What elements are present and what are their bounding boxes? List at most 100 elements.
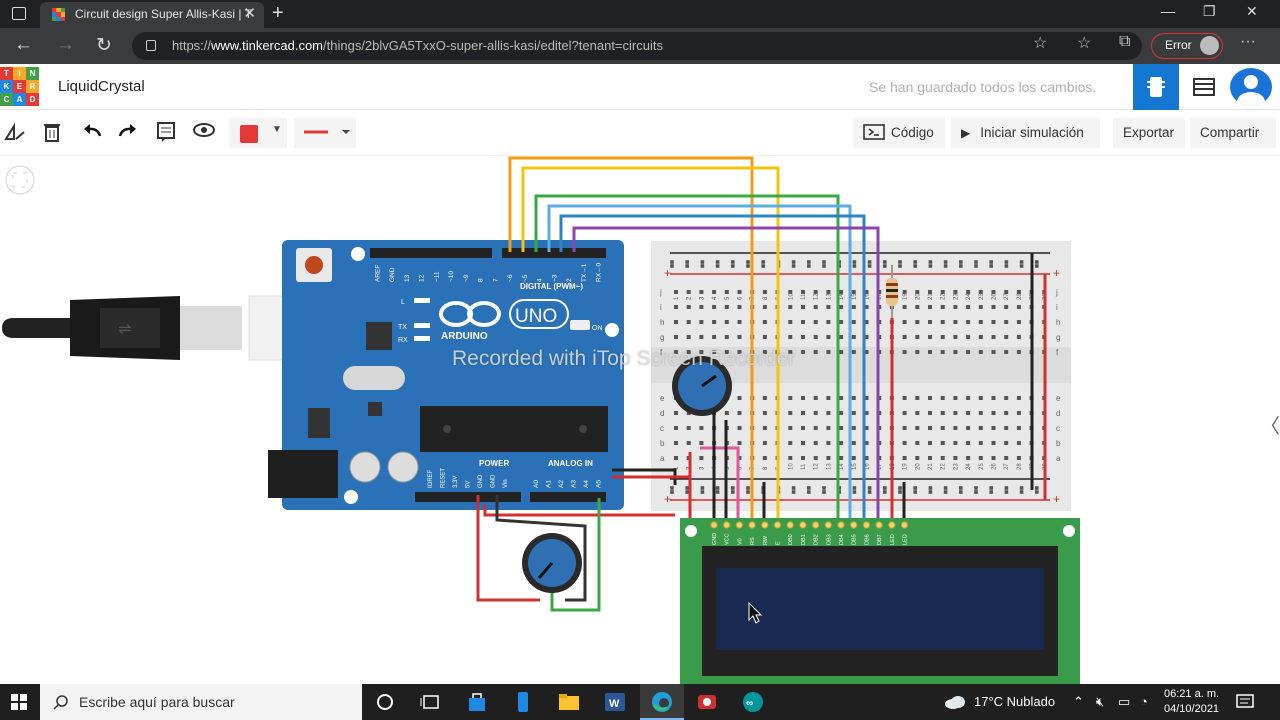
- breadboard-hole[interactable]: [902, 396, 907, 400]
- breadboard-hole[interactable]: [864, 305, 869, 309]
- breadboard-hole[interactable]: [813, 350, 818, 354]
- breadboard-hole[interactable]: [801, 396, 805, 400]
- collections-icon[interactable]: ⧉: [1119, 33, 1131, 50]
- notes-icon[interactable]: [157, 122, 175, 147]
- breadboard-hole[interactable]: [902, 335, 907, 339]
- rail-hole[interactable]: [700, 486, 705, 490]
- breadboard-hole[interactable]: [724, 335, 729, 339]
- breadboard-hole[interactable]: [1016, 305, 1021, 309]
- lcd-pin[interactable]: [723, 521, 731, 529]
- breadboard-hole[interactable]: [928, 305, 932, 309]
- breadboard-hole[interactable]: [902, 350, 907, 354]
- breadboard-hole[interactable]: [953, 305, 958, 309]
- screen-recorder-icon[interactable]: [696, 691, 718, 713]
- breadboard-hole[interactable]: [686, 335, 691, 339]
- share-button[interactable]: Compartir: [1190, 118, 1276, 148]
- phone-app-icon[interactable]: [512, 691, 534, 713]
- arduino-uno-board[interactable]: [268, 240, 624, 510]
- breadboard-hole[interactable]: [839, 320, 844, 324]
- url-field[interactable]: https://www.tinkercad.com/things/2blvGA5…: [132, 32, 1142, 60]
- breadboard-hole[interactable]: [686, 426, 691, 430]
- rail-hole[interactable]: [852, 486, 857, 490]
- breadboard-hole[interactable]: [788, 290, 793, 294]
- breadboard-hole[interactable]: [851, 305, 856, 309]
- rail-hole[interactable]: [685, 486, 689, 490]
- notifications-icon[interactable]: [1236, 693, 1254, 711]
- rail-hole[interactable]: [700, 260, 705, 264]
- export-button[interactable]: Exportar: [1113, 118, 1185, 148]
- breadboard-hole[interactable]: [928, 426, 932, 430]
- rail-hole[interactable]: [746, 490, 750, 494]
- lcd-pin[interactable]: [875, 521, 883, 529]
- panel-collapse-chevron-icon[interactable]: 〈: [1260, 416, 1280, 438]
- breadboard-hole[interactable]: [864, 411, 869, 415]
- breadboard-hole[interactable]: [851, 320, 856, 324]
- window-menu-icon[interactable]: [12, 7, 26, 20]
- rail-hole[interactable]: [807, 260, 811, 264]
- breadboard-hole[interactable]: [674, 426, 678, 430]
- breadboard-hole[interactable]: [762, 290, 767, 294]
- resistor[interactable]: [886, 265, 898, 318]
- close-window-button[interactable]: ✕: [1246, 3, 1258, 19]
- breadboard-hole[interactable]: [699, 456, 704, 460]
- breadboard-hole[interactable]: [991, 350, 996, 354]
- breadboard-hole[interactable]: [966, 335, 971, 339]
- lcd-pin[interactable]: [824, 521, 832, 529]
- breadboard-hole[interactable]: [864, 350, 869, 354]
- rail-hole[interactable]: [989, 264, 993, 268]
- rail-hole[interactable]: [761, 260, 765, 264]
- rail-hole[interactable]: [883, 490, 887, 494]
- rail-hole[interactable]: [928, 486, 933, 490]
- lcd-pin[interactable]: [786, 521, 794, 529]
- rail-hole[interactable]: [731, 486, 735, 490]
- task-view-icon[interactable]: [420, 691, 442, 713]
- breadboard-hole[interactable]: [928, 456, 932, 460]
- breadboard-hole[interactable]: [915, 441, 920, 445]
- breadboard-hole[interactable]: [928, 335, 932, 339]
- potentiometer-contrast[interactable]: [672, 356, 732, 416]
- rail-hole[interactable]: [883, 264, 887, 268]
- rail-hole[interactable]: [959, 264, 963, 268]
- breadboard-hole[interactable]: [801, 305, 805, 309]
- rail-hole[interactable]: [685, 264, 689, 268]
- rail-hole[interactable]: [700, 490, 705, 494]
- lcd-pin[interactable]: [735, 521, 744, 529]
- rail-hole[interactable]: [959, 490, 963, 494]
- breadboard-hole[interactable]: [801, 350, 805, 354]
- rail-hole[interactable]: [807, 264, 811, 268]
- lcd-pin[interactable]: [710, 521, 718, 529]
- system-clock[interactable]: 06:21 a. m. 04/10/2021: [1164, 687, 1219, 717]
- breadboard-hole[interactable]: [788, 350, 793, 354]
- breadboard-hole[interactable]: [978, 290, 983, 294]
- rail-hole[interactable]: [989, 490, 993, 494]
- tab-close-icon[interactable]: ✕: [243, 5, 256, 22]
- breadboard-hole[interactable]: [839, 456, 844, 460]
- breadboard-hole[interactable]: [940, 320, 945, 324]
- breadboard-hole[interactable]: [674, 411, 678, 415]
- breadboard-hole[interactable]: [966, 305, 971, 309]
- breadboard-hole[interactable]: [915, 335, 920, 339]
- show-hidden-icons-chevron-icon[interactable]: ⌃: [1073, 694, 1084, 709]
- rail-hole[interactable]: [822, 264, 826, 268]
- breadboard-hole[interactable]: [991, 396, 996, 400]
- rail-hole[interactable]: [1035, 486, 1039, 490]
- minimize-button[interactable]: —: [1161, 3, 1175, 19]
- breadboard-hole[interactable]: [801, 335, 805, 339]
- breadboard-hole[interactable]: [953, 290, 958, 294]
- breadboard-hole[interactable]: [813, 456, 818, 460]
- rail-hole[interactable]: [928, 260, 933, 264]
- edge-taskbar-button[interactable]: [640, 684, 684, 720]
- breadboard-hole[interactable]: [864, 441, 869, 445]
- breadboard-hole[interactable]: [1004, 320, 1009, 324]
- rail-hole[interactable]: [685, 490, 689, 494]
- breadboard-hole[interactable]: [762, 426, 767, 430]
- rail-hole[interactable]: [1019, 264, 1024, 268]
- rail-hole[interactable]: [898, 264, 902, 268]
- delete-icon[interactable]: [44, 122, 60, 147]
- breadboard-hole[interactable]: [762, 456, 767, 460]
- breadboard-hole[interactable]: [1016, 335, 1021, 339]
- breadboard-hole[interactable]: [864, 396, 869, 400]
- breadboard-hole[interactable]: [712, 290, 717, 294]
- breadboard-hole[interactable]: [737, 320, 742, 324]
- breadboard-hole[interactable]: [978, 305, 983, 309]
